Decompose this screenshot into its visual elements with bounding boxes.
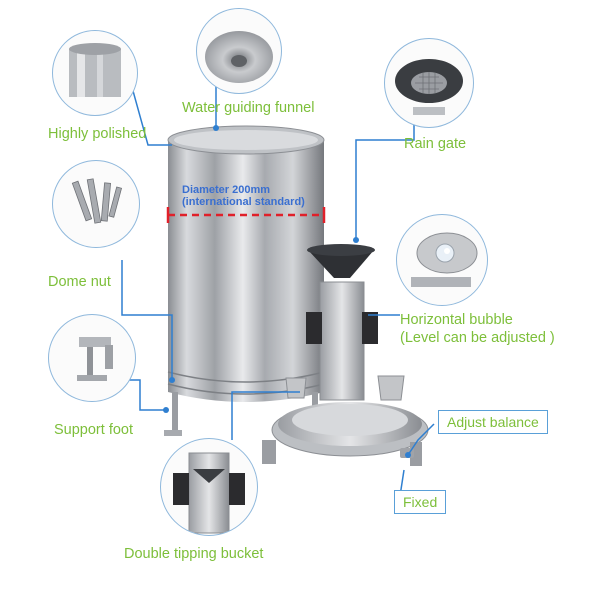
detail-rain-gate — [384, 38, 474, 128]
label-fixed: Fixed — [394, 490, 447, 514]
label-rain-gate: Rain gate — [404, 136, 467, 152]
detail-horizontal-bubble — [396, 214, 488, 306]
label-adjust-balance: Adjust balance — [438, 410, 548, 434]
label-horizontal-bubble: Horizontal bubble — [400, 312, 513, 328]
label-support-foot: Support foot — [54, 422, 133, 438]
diameter-indicator — [166, 207, 326, 223]
detail-dome-nut — [52, 160, 140, 248]
detail-water-funnel — [196, 8, 282, 94]
diameter-label-line2: (international standard) — [182, 196, 305, 208]
screws-icon — [71, 178, 123, 224]
diameter-label-line1: Diameter 200mm — [182, 184, 271, 196]
label-highly-polished: Highly polished — [48, 126, 147, 142]
detail-highly-polished — [52, 30, 138, 116]
polished-cylinder-icon — [69, 43, 121, 97]
label-dome-nut: Dome nut — [48, 274, 111, 290]
support-foot-icon — [77, 337, 113, 381]
label-double-tipping-bucket: Double tipping bucket — [124, 546, 264, 562]
tipping-bucket-icon — [173, 452, 245, 534]
label-water-guiding-funnel: Water guiding funnel — [182, 100, 315, 116]
connector-lines — [80, 72, 435, 497]
diameter-label: Diameter 200mm (international standard) — [182, 184, 305, 208]
level-bubble-icon — [411, 232, 478, 287]
detail-double-tipping-bucket — [160, 438, 258, 536]
label-level-adjust: (Level can be adjusted ) — [400, 330, 555, 346]
funnel-icon — [205, 31, 273, 83]
detail-support-foot — [48, 314, 136, 402]
rain-gate-icon — [395, 59, 463, 115]
connector-dots — [163, 125, 411, 458]
rain-gauge-cylinder — [164, 125, 325, 436]
tipping-bucket-assembly — [262, 244, 429, 466]
